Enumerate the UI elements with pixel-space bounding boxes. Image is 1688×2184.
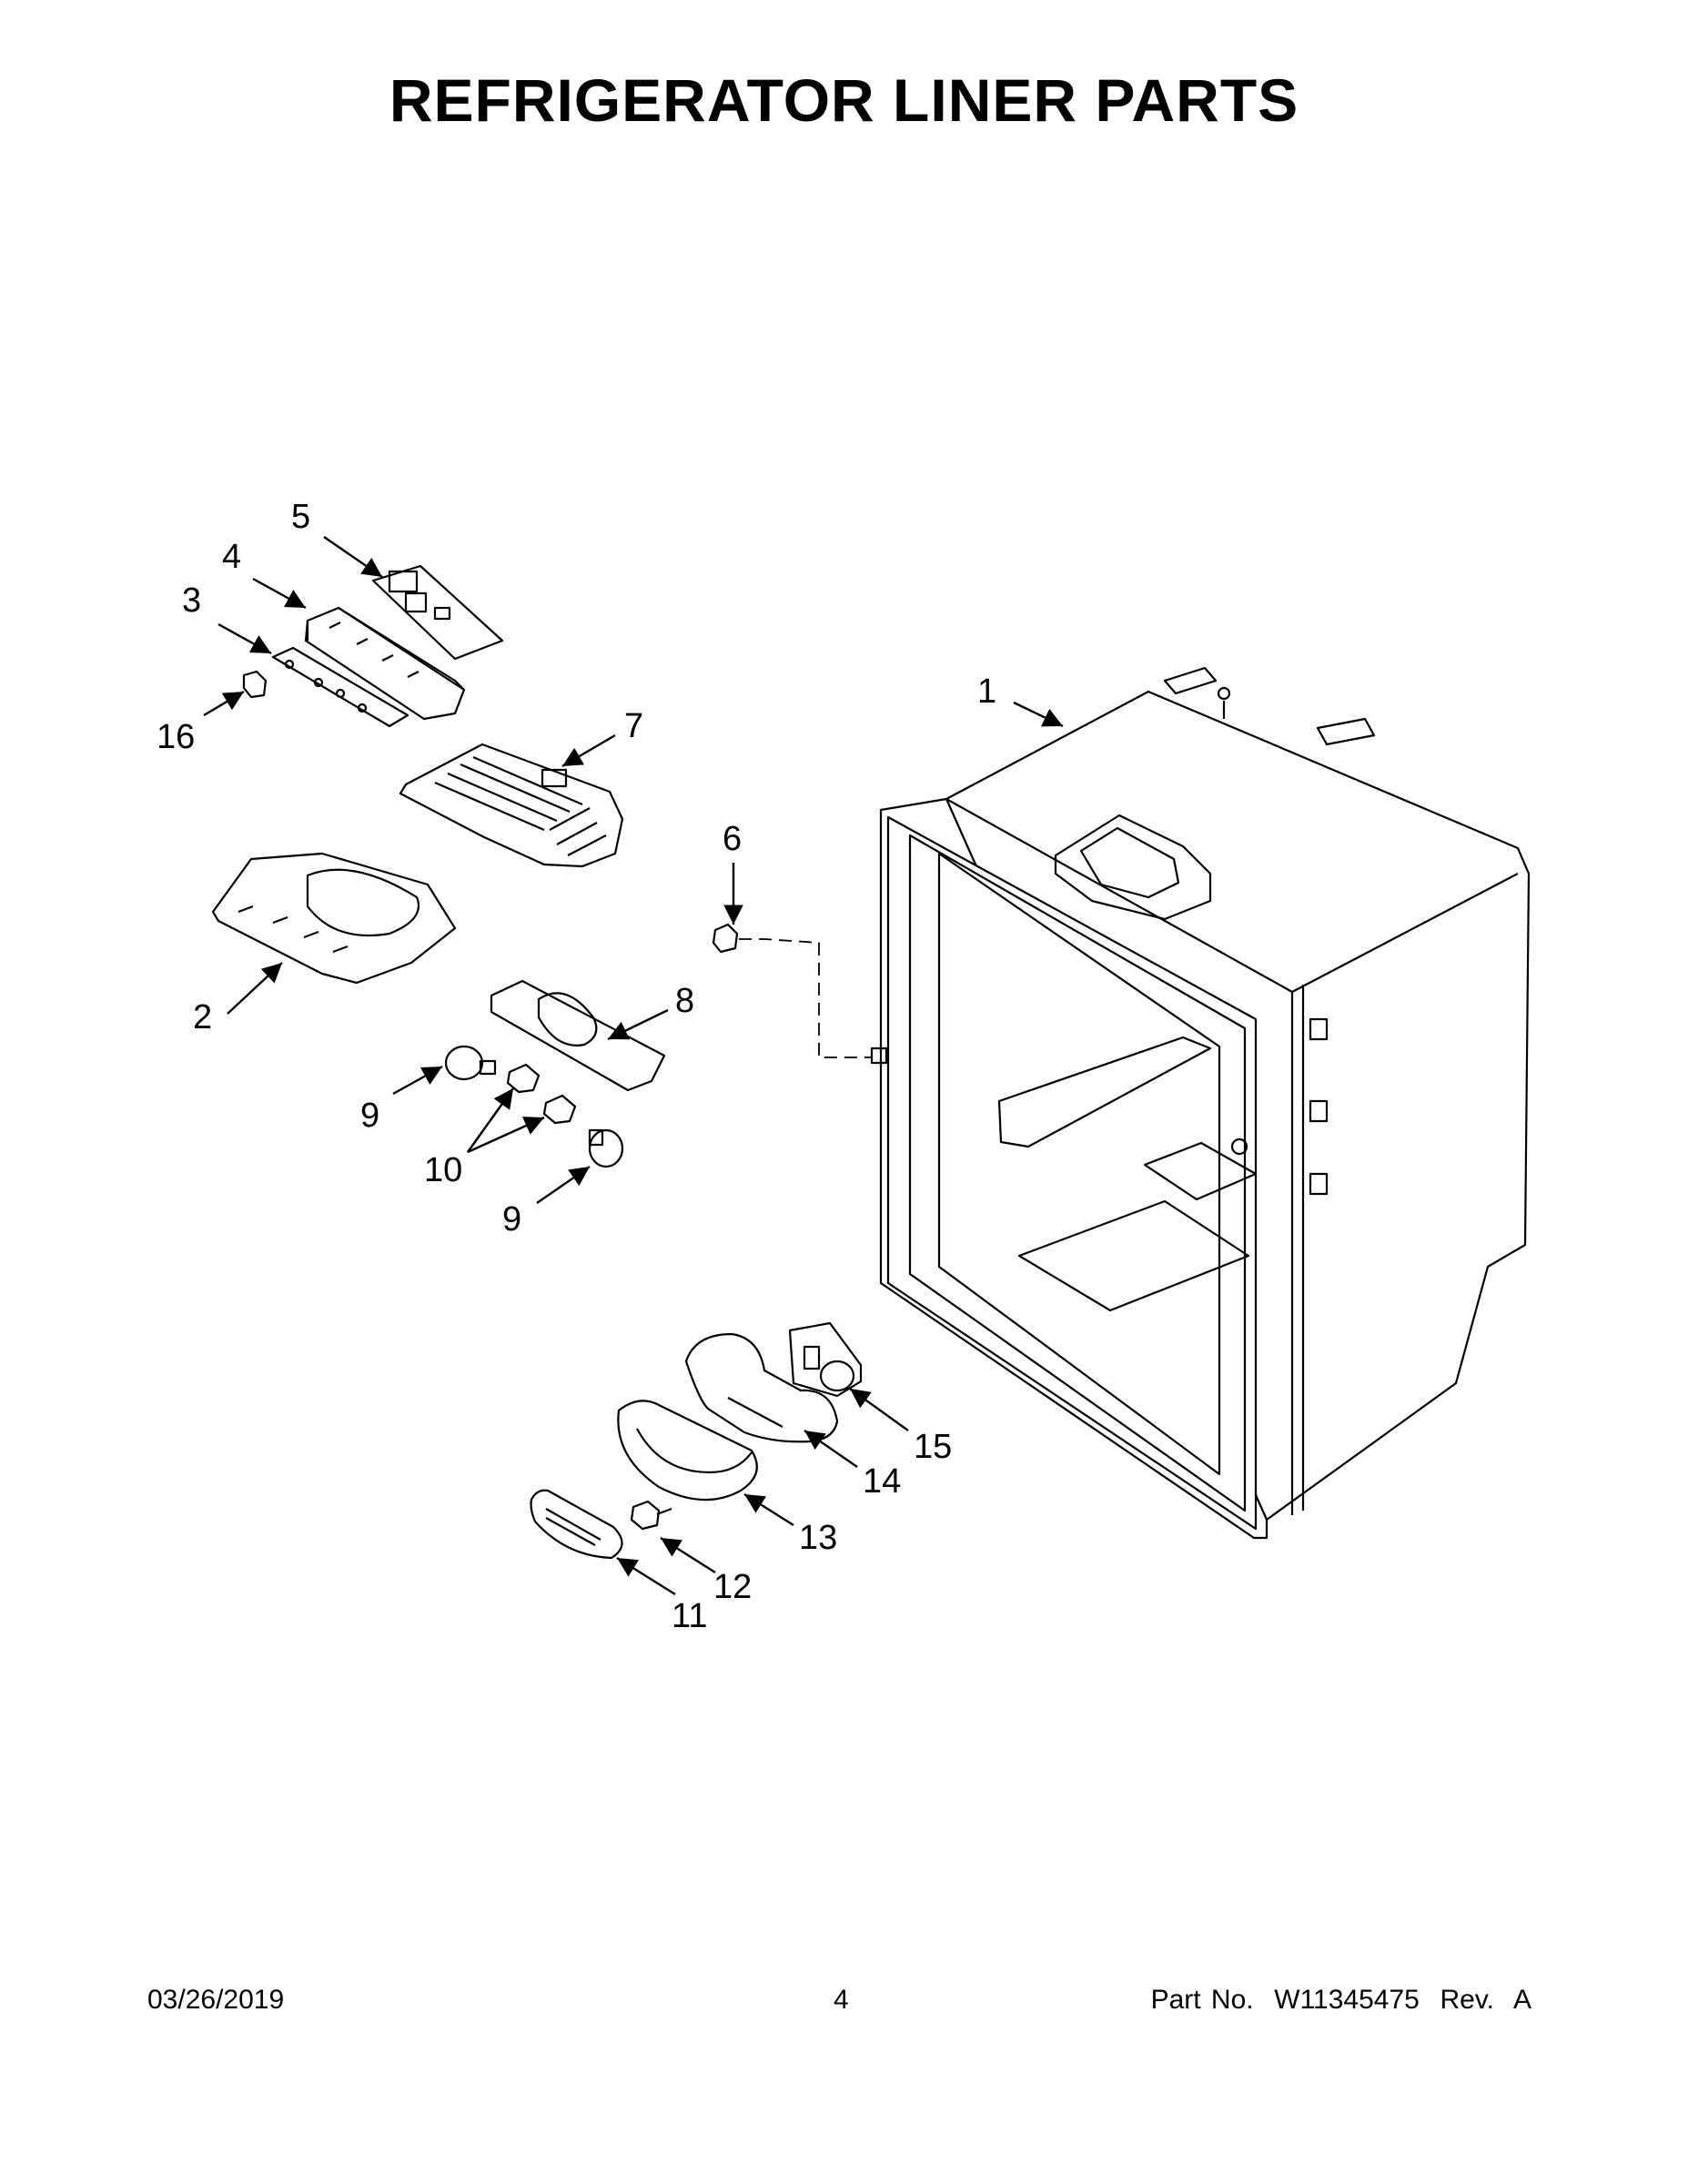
callout-9-upper: 9 bbox=[360, 1097, 379, 1135]
leader-arrow-2 bbox=[227, 962, 283, 1015]
lower-trim-illustration bbox=[617, 1400, 758, 1502]
callout-1: 1 bbox=[977, 672, 996, 711]
leader-arrow-10-a bbox=[467, 1087, 514, 1153]
callout-3: 3 bbox=[182, 581, 201, 620]
callout-5: 5 bbox=[291, 498, 310, 536]
control-board-illustration bbox=[371, 564, 504, 661]
callout-14: 14 bbox=[863, 1462, 901, 1501]
shelf-tray-illustration bbox=[211, 852, 457, 985]
leader-arrow-8 bbox=[607, 1008, 669, 1041]
leader-arrow-9-upper bbox=[392, 1065, 443, 1096]
overlay-strip-illustration bbox=[271, 646, 409, 728]
cover-illustration bbox=[399, 743, 624, 868]
leader-arrow-1 bbox=[1013, 701, 1064, 728]
leader-arrow-16 bbox=[203, 690, 245, 717]
leader-arrow-14 bbox=[804, 1430, 858, 1468]
callout-9-lower: 9 bbox=[502, 1200, 521, 1239]
cap-illustration bbox=[530, 1489, 623, 1560]
leader-arrow-7 bbox=[561, 733, 616, 768]
callout-labels: 1 2 3 4 5 6 7 8 9 9 10 11 12 13 14 15 16 bbox=[157, 498, 996, 1635]
leader-arrow-13 bbox=[743, 1492, 794, 1527]
light-housing-illustration bbox=[490, 979, 666, 1092]
switch-illustration bbox=[712, 923, 739, 954]
callout-2: 2 bbox=[193, 998, 212, 1036]
liner-illustration bbox=[870, 666, 1531, 1540]
control-housing-illustration bbox=[304, 606, 466, 721]
callout-12: 12 bbox=[713, 1568, 752, 1606]
footer-page-number: 4 bbox=[834, 1985, 849, 2015]
light-socket-illustration bbox=[506, 1063, 577, 1125]
dispenser-bracket-illustration bbox=[684, 1332, 839, 1443]
leader-arrow-4 bbox=[252, 577, 307, 610]
callout-4: 4 bbox=[222, 538, 241, 576]
leader-arrow-10-b bbox=[467, 1116, 545, 1154]
knob-illustration bbox=[242, 670, 268, 699]
callout-15: 15 bbox=[914, 1428, 952, 1466]
callout-16: 16 bbox=[157, 718, 195, 756]
leader-arrow-12 bbox=[660, 1536, 716, 1574]
callout-10: 10 bbox=[424, 1151, 462, 1189]
callout-8: 8 bbox=[675, 982, 694, 1020]
light-bulb-illustration bbox=[444, 1045, 624, 1168]
leader-arrow-11 bbox=[616, 1556, 676, 1596]
leader-arrow-5 bbox=[323, 536, 383, 578]
footer-date: 03/26/2019 bbox=[147, 1985, 285, 2015]
callout-13: 13 bbox=[799, 1519, 837, 1557]
callout-11: 11 bbox=[672, 1597, 707, 1635]
footer-part-number: Part No. W11345475 Rev. A bbox=[1150, 1985, 1531, 2015]
page-title: REFRIGERATOR LINER PARTS bbox=[389, 66, 1299, 134]
callout-7: 7 bbox=[624, 707, 643, 745]
leader-arrows bbox=[203, 536, 1064, 1596]
screw-illustration bbox=[630, 1500, 672, 1531]
leader-arrow-3 bbox=[217, 622, 272, 655]
leader-arrow-9-lower bbox=[536, 1166, 591, 1204]
dispenser-module-illustration bbox=[788, 1321, 863, 1398]
callout-6: 6 bbox=[723, 820, 742, 858]
leader-arrow-15 bbox=[849, 1388, 909, 1431]
